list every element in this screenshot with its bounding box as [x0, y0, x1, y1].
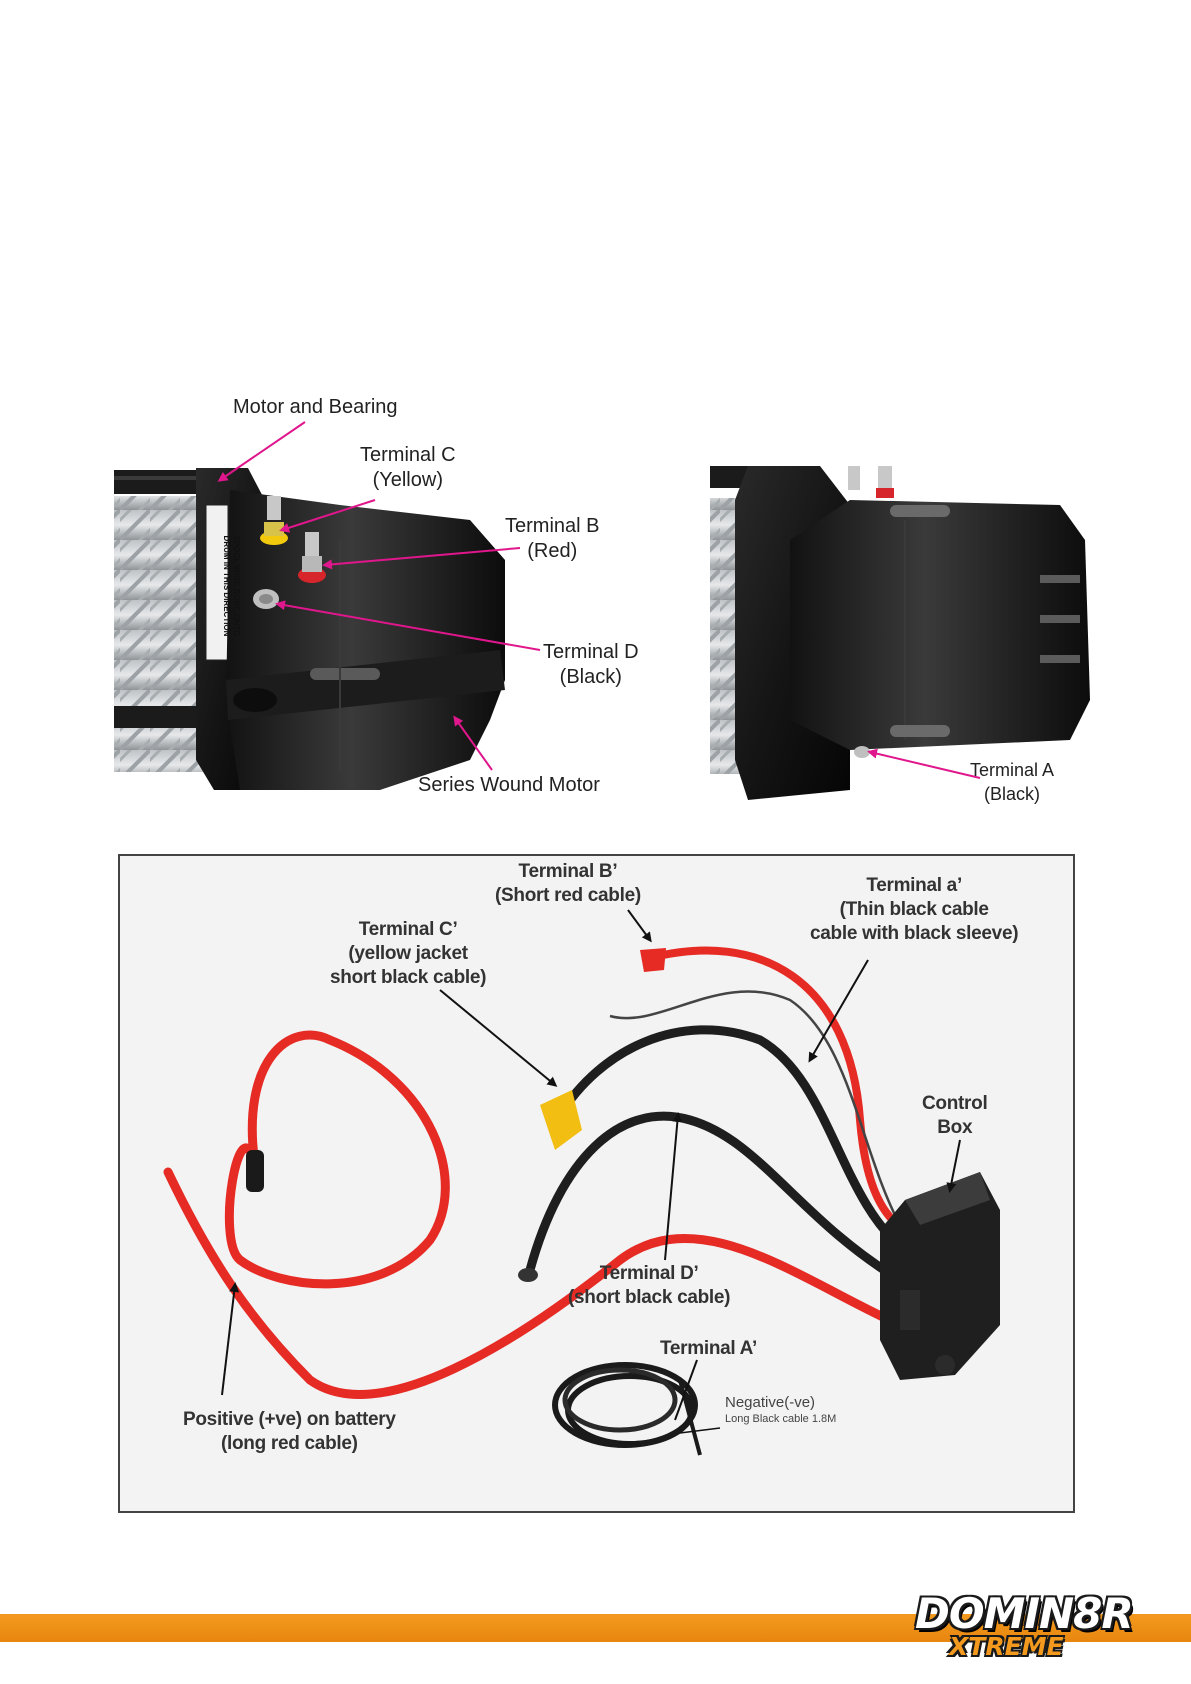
- arrow-terminal-d: [275, 600, 541, 651]
- label-terminal-c-prime: Terminal C’ (yellow jacket short black c…: [330, 919, 487, 988]
- arrow-terminal-b-prime: [627, 909, 652, 943]
- logo-wordmark: DOMIN8R: [915, 1589, 1134, 1638]
- label-terminal-d: Terminal D (Black): [543, 641, 639, 688]
- arrow-terminal-b: [322, 547, 521, 570]
- label-terminal-a-prime-thin: Terminal a’ (Thin black cable cable with…: [810, 875, 1019, 944]
- footer-accent-bar: [0, 1614, 1191, 1642]
- arrow-motor-bearing: [217, 421, 306, 482]
- arrow-terminal-c-prime: [439, 989, 558, 1087]
- label-terminal-c: Terminal C (Yellow): [360, 444, 456, 491]
- label-motor-and-bearing: Motor and Bearing: [233, 396, 398, 418]
- arrow-terminal-c: [279, 499, 376, 533]
- label-terminal-a-prime: Terminal A’: [660, 1338, 758, 1359]
- arrow-negative: [679, 1427, 721, 1434]
- control-box-photo-frame: [118, 854, 1075, 1513]
- arrow-terminal-a: [867, 748, 981, 779]
- label-terminal-b-prime: Terminal B’ (Short red cable): [495, 861, 641, 906]
- label-terminal-d-prime: Terminal D’ (short black cable): [568, 1263, 731, 1308]
- label-terminal-a: Terminal A (Black): [970, 760, 1055, 804]
- arrow-terminal-a-prime-thin: [808, 959, 869, 1063]
- arrow-terminal-a-prime: [674, 1359, 698, 1421]
- label-negative: Negative(-ve) Long Black cable 1.8M: [725, 1394, 837, 1425]
- logo-subword: XTREME: [949, 1632, 1064, 1661]
- label-positive: Positive (+ve) on battery (long red cabl…: [183, 1409, 396, 1454]
- domin8r-xtreme-logo: DOMIN8R XTREME: [915, 1590, 1134, 1670]
- label-series-wound-motor: Series Wound Motor: [418, 774, 600, 796]
- arrow-series-motor: [453, 715, 493, 771]
- arrow-control-box: [946, 1139, 961, 1193]
- arrow-positive: [221, 1282, 240, 1396]
- arrow-terminal-d-prime: [664, 1112, 683, 1261]
- label-terminal-b: Terminal B (Red): [505, 515, 600, 562]
- label-control-box: Control Box: [922, 1093, 988, 1138]
